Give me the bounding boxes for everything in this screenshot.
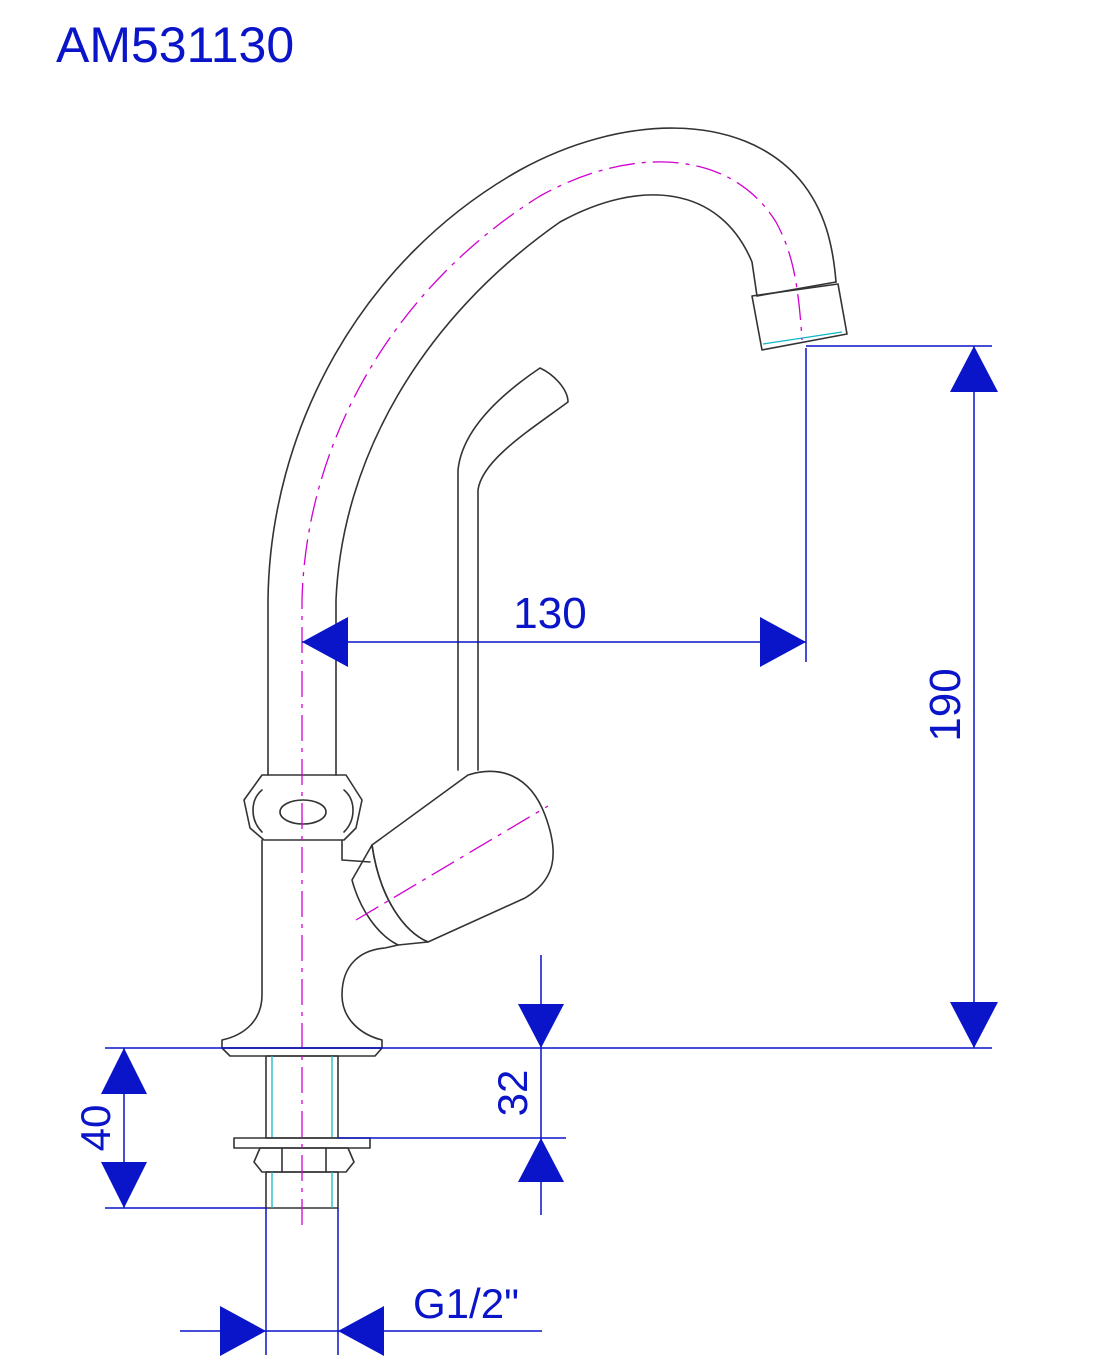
- hex-nut: [243, 774, 363, 841]
- thread-arrow-left: [220, 1306, 266, 1356]
- valve-body-neck: [341, 839, 371, 863]
- offset-arrow-top: [518, 1004, 564, 1048]
- hex-nut-face-right: [343, 789, 354, 833]
- hex-nut-window: [279, 799, 327, 825]
- height-arrow-bottom: [950, 1002, 998, 1048]
- handle-centerline: [355, 805, 549, 921]
- shank-arrow-bottom: [101, 1162, 147, 1208]
- thread-arrow-right: [338, 1306, 384, 1356]
- lock-nut: [253, 1147, 355, 1173]
- center-lines: [301, 161, 803, 1225]
- aerator-collar: [756, 281, 837, 297]
- base-plate: [221, 1047, 383, 1057]
- offset-value: 32: [489, 1070, 536, 1117]
- reach-value: 130: [513, 589, 586, 638]
- shank-value: 40: [72, 1105, 119, 1152]
- handle-lever: [457, 367, 569, 771]
- faucet-outline: [221, 127, 848, 1209]
- height-arrow-top: [950, 346, 998, 392]
- shank-arrow-top: [101, 1048, 147, 1094]
- hex-nut-face-left: [252, 789, 263, 833]
- offset-arrow-bottom: [518, 1138, 564, 1182]
- reach-arrow-left: [302, 617, 348, 667]
- spout-inner-edge: [335, 194, 758, 776]
- spout-centerline: [301, 161, 803, 1225]
- handle-cap: [351, 844, 429, 946]
- reach-arrow-right: [760, 617, 806, 667]
- height-value: 190: [921, 668, 970, 741]
- spout-outer-edge: [267, 127, 837, 776]
- dimension-annotations: 130 190 32 40 G1/2": [72, 345, 998, 1356]
- aerator: [751, 283, 848, 351]
- valve-body: [221, 839, 399, 1049]
- model-number-title: AM531130: [56, 17, 294, 73]
- aerator-thread-line: [762, 331, 843, 345]
- thread-value: G1/2": [413, 1280, 519, 1327]
